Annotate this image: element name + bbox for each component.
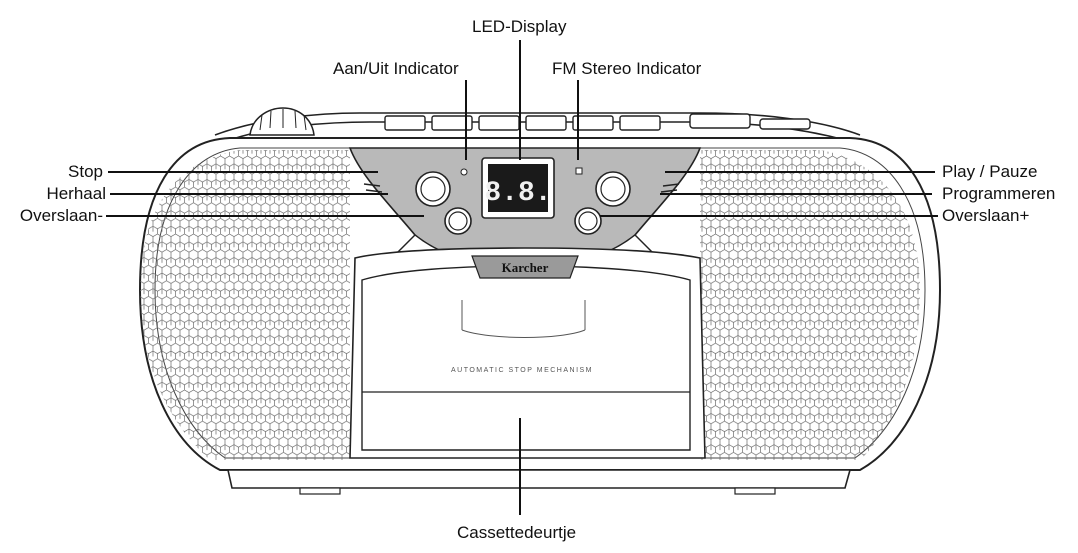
repeat-button[interactable] (363, 183, 383, 193)
program-button[interactable] (660, 183, 680, 193)
label-play-pause: Play / Pauze (942, 162, 1038, 181)
label-led-display: LED-Display (472, 17, 567, 36)
skip-forward-button[interactable] (574, 207, 602, 235)
top-buttons (384, 113, 811, 131)
label-skip-forward: Overslaan+ (942, 206, 1030, 225)
cassette-door[interactable] (361, 265, 691, 451)
power-led (460, 168, 468, 176)
right-speaker-grille (700, 150, 920, 460)
cassette-door-curve (461, 329, 586, 338)
label-cassette-door: Cassettedeurtje (457, 523, 577, 542)
label-fm-stereo-indicator: FM Stereo Indicator (552, 59, 702, 78)
label-skip-back: Overslaan- (19, 206, 103, 225)
play-pause-button[interactable] (595, 171, 631, 207)
label-program: Programmeren (942, 184, 1056, 203)
label-repeat: Herhaal (46, 184, 106, 203)
left-foot (299, 487, 341, 495)
label-power-indicator: Aan/Uit Indicator (333, 59, 459, 78)
led-display-screen (488, 164, 548, 212)
skip-back-button[interactable] (444, 207, 472, 235)
stereo-led (575, 167, 583, 175)
boombox-base (227, 469, 852, 489)
label-stop: Stop (68, 162, 103, 181)
left-speaker-grille (140, 150, 350, 460)
brand-badge (471, 255, 579, 279)
right-foot (734, 487, 776, 495)
stop-button[interactable] (415, 171, 451, 207)
cassette-mechanism-text: AUTOMATIC STOP MECHANISM (451, 367, 593, 374)
led-display-readout: 8.8. (484, 178, 551, 209)
brand-logo: Karcher (502, 260, 549, 275)
leader-lines (106, 40, 938, 515)
tuning-knob (249, 107, 315, 136)
